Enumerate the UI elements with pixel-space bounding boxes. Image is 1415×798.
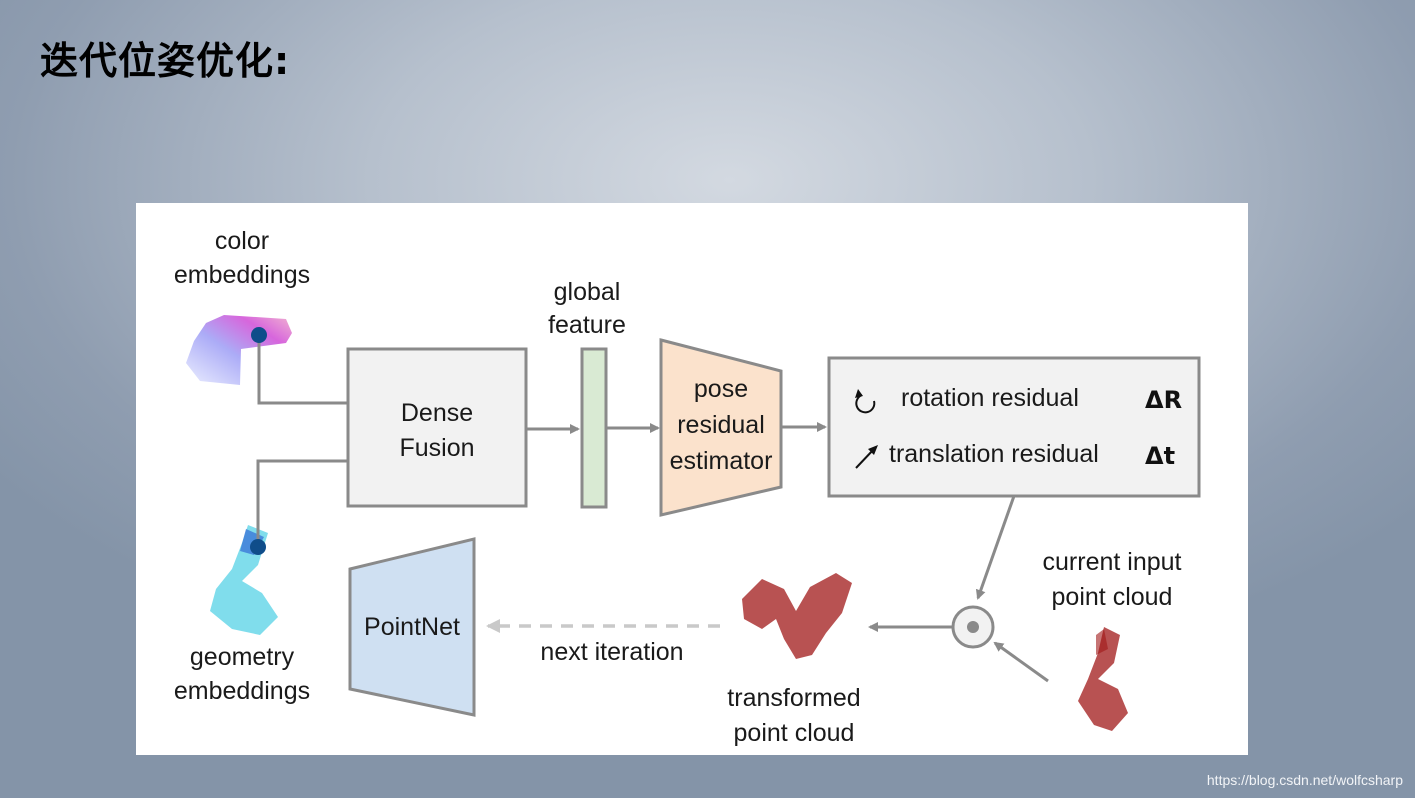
arrow-input-to-combine bbox=[993, 641, 1049, 683]
estimator-label-line2: residual bbox=[677, 411, 765, 439]
global-feature-bar bbox=[580, 347, 608, 509]
pose-residual-estimator-shape bbox=[659, 338, 783, 517]
translation-arrow-icon bbox=[855, 445, 878, 469]
rotation-residual-label: rotation residual bbox=[901, 384, 1079, 412]
global-feature-label-line2: feature bbox=[548, 311, 626, 339]
translation-symbol: Δt bbox=[1145, 442, 1175, 470]
pointnet-shape bbox=[348, 537, 476, 717]
next-iteration-label: next iteration bbox=[540, 638, 683, 666]
transformed-point-cloud-image bbox=[742, 573, 852, 659]
current-input-point-cloud-image bbox=[1078, 627, 1128, 731]
global-feature-label-line1: global bbox=[554, 278, 621, 306]
estimator-label-line3: estimator bbox=[670, 447, 773, 475]
geometry-embeddings-label-line2: embeddings bbox=[174, 677, 310, 705]
color-connector bbox=[257, 335, 348, 405]
diagram-svg: color embeddings geometry embeddings Den… bbox=[174, 227, 1201, 747]
diagram-panel: color embeddings geometry embeddings Den… bbox=[136, 203, 1248, 755]
slide-title: 迭代位姿优化: bbox=[40, 39, 291, 83]
pointnet-label: PointNet bbox=[364, 613, 460, 641]
dense-fusion-label-line1: Dense bbox=[401, 399, 473, 427]
residual-box bbox=[827, 356, 1201, 498]
geometry-embeddings-label-line1: geometry bbox=[190, 643, 295, 671]
watermark: https://blog.csdn.net/wolfcsharp bbox=[1206, 772, 1403, 788]
arrow-residual-to-combine bbox=[975, 495, 1016, 600]
dense-fusion-box bbox=[346, 347, 528, 508]
geometry-node-dot bbox=[250, 539, 266, 555]
combine-node-dot bbox=[967, 621, 979, 633]
geometry-embeddings-image bbox=[210, 525, 278, 635]
current-input-label-line2: point cloud bbox=[1052, 583, 1173, 611]
dense-fusion-label-line2: Fusion bbox=[399, 434, 474, 462]
color-embeddings-image bbox=[186, 315, 292, 385]
translation-residual-label: translation residual bbox=[889, 440, 1099, 468]
transformed-label-line1: transformed bbox=[727, 684, 860, 712]
color-node-dot bbox=[251, 327, 267, 343]
color-embeddings-label-line1: color bbox=[215, 227, 269, 255]
estimator-label-line1: pose bbox=[694, 375, 748, 403]
current-input-label-line1: current input bbox=[1043, 548, 1182, 576]
color-embeddings-label-line2: embeddings bbox=[174, 261, 310, 289]
transformed-label-line2: point cloud bbox=[734, 719, 855, 747]
geometry-connector bbox=[256, 459, 348, 547]
rotation-symbol: ΔR bbox=[1145, 386, 1182, 414]
rotation-icon bbox=[855, 389, 876, 414]
